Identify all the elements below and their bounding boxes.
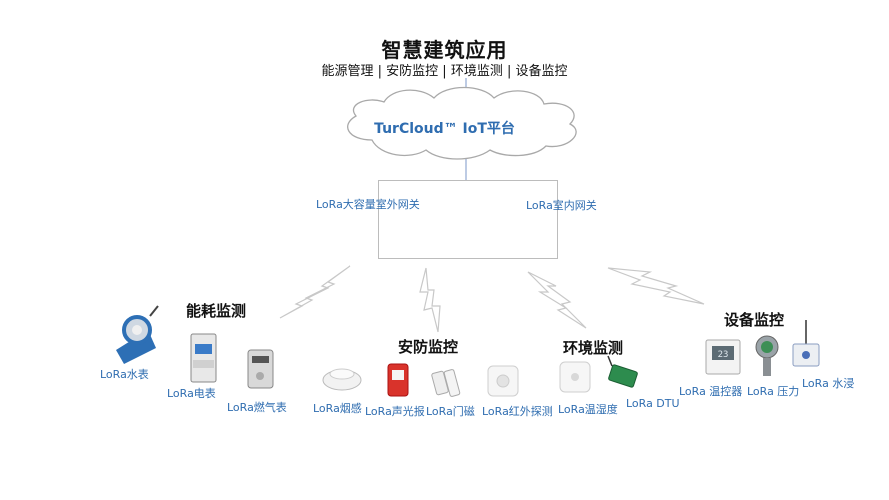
door-sensor-icon bbox=[431, 369, 461, 397]
lightning-icon bbox=[527, 271, 587, 329]
device-label-thermostat: LoRa 温控器 bbox=[679, 385, 743, 398]
thermostat-icon: 23 bbox=[705, 339, 741, 375]
indoor-gateway-label: LoRa室内网关 bbox=[526, 199, 597, 212]
temp-humidity-sensor-icon bbox=[559, 361, 591, 393]
device-label-pressure: LoRa 压力 bbox=[747, 385, 800, 398]
water-meter-icon bbox=[116, 305, 159, 364]
device-label-smoke: LoRa烟感 bbox=[313, 402, 362, 415]
device-label-water-leak: LoRa 水浸 bbox=[802, 377, 855, 390]
dtu-icon bbox=[607, 355, 638, 388]
platform-label: TurCloud™ IoT平台 bbox=[374, 121, 515, 137]
cloud-icon bbox=[347, 86, 577, 160]
category-energy: 能耗监测 bbox=[186, 302, 247, 320]
infrared-detector-icon bbox=[487, 365, 519, 397]
page-subtitle: 能源管理 | 安防监控 | 环境监测 | 设备监控 bbox=[321, 64, 568, 79]
lightning-icon bbox=[607, 267, 705, 305]
category-environment: 环境监测 bbox=[563, 339, 624, 357]
electric-meter-icon bbox=[190, 333, 217, 383]
smoke-detector-icon bbox=[322, 368, 362, 391]
thermostat-display-value: 23 bbox=[718, 350, 729, 360]
device-label-door: LoRa门磁 bbox=[426, 405, 475, 418]
device-label-dtu: LoRa DTU bbox=[626, 397, 680, 410]
device-label-electric-meter: LoRa电表 bbox=[167, 387, 216, 400]
device-label-infrared: LoRa红外探测 bbox=[482, 405, 553, 418]
outdoor-gateway-label: LoRa大容量室外网关 bbox=[316, 198, 420, 211]
device-label-gas-meter: LoRa燃气表 bbox=[227, 401, 287, 414]
device-label-temp-humidity: LoRa温湿度 bbox=[558, 403, 618, 416]
pressure-sensor-icon bbox=[755, 335, 779, 376]
device-label-water-meter: LoRa水表 bbox=[100, 368, 149, 381]
gateway-box bbox=[378, 180, 558, 259]
category-security: 安防监控 bbox=[398, 338, 459, 356]
page-title: 智慧建筑应用 bbox=[381, 38, 508, 62]
category-equipment: 设备监控 bbox=[724, 311, 785, 329]
alarm-icon bbox=[387, 363, 409, 397]
gas-meter-icon bbox=[247, 349, 274, 389]
water-leak-sensor-icon bbox=[792, 320, 820, 367]
device-label-sound-light: LoRa声光报 bbox=[365, 405, 425, 418]
lightning-icon bbox=[419, 267, 441, 333]
lightning-icon bbox=[279, 265, 351, 319]
